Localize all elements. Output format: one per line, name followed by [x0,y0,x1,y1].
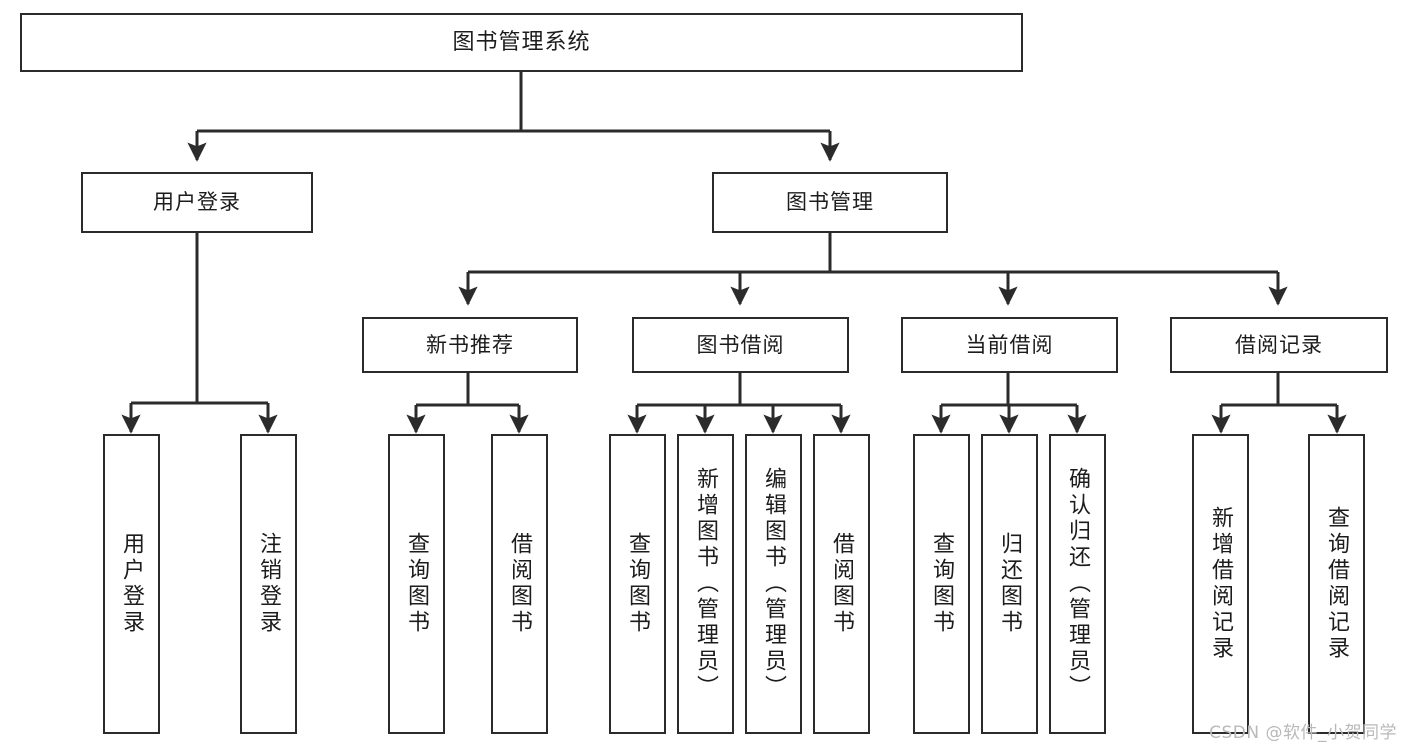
node-leaf-borrow-book-1[interactable]: 借阅图书 [491,434,548,734]
node-current-borrow[interactable]: 当前借阅 [901,317,1118,373]
node-leaf-confirm-return[interactable]: 确认归还（管理员） [1049,434,1106,734]
node-book-borrow-label: 图书借阅 [696,332,785,357]
node-current-borrow-label: 当前借阅 [965,332,1054,357]
node-user-login-label: 用户登录 [153,190,241,215]
node-user-login[interactable]: 用户登录 [81,172,313,233]
node-leaf-query-book-3-label: 查询图书 [929,532,955,636]
node-leaf-return-book[interactable]: 归还图书 [981,434,1038,734]
node-root-label: 图书管理系统 [452,29,591,55]
node-leaf-query-book-2[interactable]: 查询图书 [609,434,666,734]
node-leaf-query-book-2-label: 查询图书 [625,532,651,636]
node-new-book-recommend-label: 新书推荐 [426,332,514,357]
node-leaf-borrow-book-2[interactable]: 借阅图书 [813,434,870,734]
node-leaf-add-book[interactable]: 新增图书（管理员） [677,434,734,734]
node-leaf-user-login[interactable]: 用户登录 [103,434,160,734]
csdn-watermark: CSDN @软件_小贺同学 [1209,723,1397,743]
node-root-book-management-system[interactable]: 图书管理系统 [20,13,1023,72]
node-leaf-borrow-book-1-label: 借阅图书 [507,532,533,636]
node-leaf-add-borrow-record[interactable]: 新增借阅记录 [1192,434,1249,734]
node-book-borrow[interactable]: 图书借阅 [632,317,849,373]
node-leaf-add-book-label: 新增图书（管理员） [693,467,719,701]
node-leaf-add-borrow-record-label: 新增借阅记录 [1208,506,1234,662]
node-leaf-return-book-label: 归还图书 [997,532,1023,636]
node-leaf-query-book-1-label: 查询图书 [404,532,430,636]
node-book-management-label: 图书管理 [786,190,874,215]
node-book-management[interactable]: 图书管理 [712,172,948,233]
node-leaf-query-book-1[interactable]: 查询图书 [388,434,445,734]
node-leaf-query-borrow-record-label: 查询借阅记录 [1324,506,1350,662]
node-leaf-confirm-return-label: 确认归还（管理员） [1065,467,1091,701]
node-leaf-edit-book-label: 编辑图书（管理员） [761,467,787,701]
node-leaf-query-borrow-record[interactable]: 查询借阅记录 [1308,434,1365,734]
node-new-book-recommend[interactable]: 新书推荐 [362,317,578,373]
node-leaf-logout-label: 注销登录 [256,532,282,636]
node-leaf-borrow-book-2-label: 借阅图书 [829,532,855,636]
node-leaf-user-login-label: 用户登录 [119,532,145,636]
node-borrow-record-label: 借阅记录 [1235,332,1323,357]
node-leaf-logout[interactable]: 注销登录 [240,434,297,734]
node-borrow-record[interactable]: 借阅记录 [1170,317,1388,373]
node-leaf-edit-book[interactable]: 编辑图书（管理员） [745,434,802,734]
node-leaf-query-book-3[interactable]: 查询图书 [913,434,970,734]
